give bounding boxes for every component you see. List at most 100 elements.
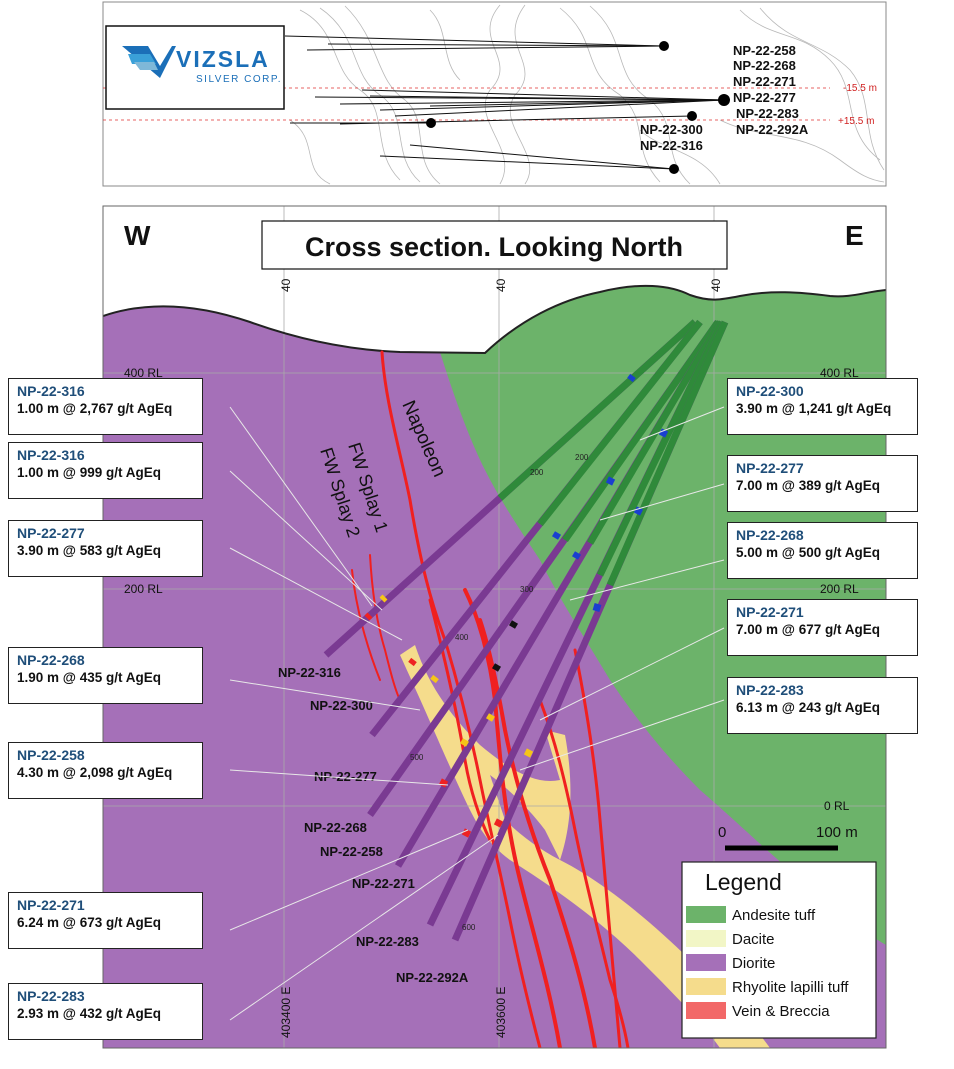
easting-stub: 40 bbox=[709, 278, 723, 292]
east-label: E bbox=[845, 220, 864, 251]
depth-mark: 500 bbox=[410, 753, 424, 762]
rl-label: 200 RL bbox=[124, 582, 163, 596]
offset-label-plus: +15.5 m bbox=[838, 116, 874, 127]
rl-label: 0 RL bbox=[824, 799, 850, 813]
callout-value: 7.00 m @ 677 g/t AgEq bbox=[736, 622, 880, 637]
callout-value: 6.24 m @ 673 g/t AgEq bbox=[17, 915, 161, 930]
legend-swatch bbox=[686, 978, 726, 995]
depth-mark: 200 bbox=[530, 468, 544, 477]
company-logo: VIZSLA SILVER CORP. bbox=[105, 25, 285, 110]
plan-label: NP-22-316 bbox=[640, 138, 703, 153]
rl-labels: 400 RL 400 RL 200 RL 200 RL 0 RL bbox=[124, 366, 859, 813]
callout-hole: NP-22-316 bbox=[17, 447, 85, 463]
depth-mark: 200 bbox=[575, 453, 589, 462]
callout-hole: NP-22-283 bbox=[736, 682, 804, 698]
legend-swatch bbox=[686, 954, 726, 971]
callout-left-1: NP-22-316 1.00 m @ 2,767 g/t AgEq bbox=[8, 378, 203, 435]
hole-label: NP-22-283 bbox=[356, 934, 419, 949]
callout-value: 3.90 m @ 583 g/t AgEq bbox=[17, 543, 161, 558]
plan-collars bbox=[426, 41, 730, 174]
plan-label: NP-22-300 bbox=[640, 122, 703, 137]
scale-start: 0 bbox=[718, 824, 726, 841]
plan-label: NP-22-277 bbox=[733, 90, 796, 105]
callout-right-2: NP-22-277 7.00 m @ 389 g/t AgEq bbox=[727, 455, 918, 512]
easting-label: 403600 E bbox=[494, 987, 508, 1038]
easting-stub: 40 bbox=[494, 278, 508, 292]
callout-right-3: NP-22-268 5.00 m @ 500 g/t AgEq bbox=[727, 522, 918, 579]
callout-hole: NP-22-258 bbox=[17, 747, 85, 763]
callout-hole: NP-22-316 bbox=[17, 383, 85, 399]
section-hole-labels: NP-22-316 NP-22-300 NP-22-277 NP-22-268 … bbox=[278, 665, 469, 985]
callout-value: 6.13 m @ 243 g/t AgEq bbox=[736, 700, 880, 715]
legend: Legend Andesite tuffDaciteDioriteRhyolit… bbox=[681, 861, 877, 1039]
rl-label: 400 RL bbox=[820, 366, 859, 380]
hole-label: NP-22-271 bbox=[352, 876, 415, 891]
rl-label: 400 RL bbox=[124, 366, 163, 380]
legend-swatch bbox=[686, 930, 726, 947]
legend-label: Andesite tuff bbox=[732, 907, 816, 924]
depth-marks: 200 200 300 400 500 600 bbox=[410, 453, 589, 932]
callout-leaders bbox=[229, 406, 725, 1021]
callout-hole: NP-22-277 bbox=[17, 525, 85, 541]
plan-hole-labels-right: NP-22-258 NP-22-268 NP-22-271 NP-22-277 … bbox=[733, 43, 809, 137]
hole-label: NP-22-258 bbox=[320, 844, 383, 859]
legend-swatch bbox=[686, 1002, 726, 1019]
callout-value: 3.90 m @ 1,241 g/t AgEq bbox=[736, 401, 892, 416]
callout-hole: NP-22-300 bbox=[736, 383, 804, 399]
callout-hole: NP-22-283 bbox=[17, 988, 85, 1004]
callout-value: 1.90 m @ 435 g/t AgEq bbox=[17, 670, 161, 685]
topo-contours bbox=[289, 4, 885, 185]
plan-drill-traces bbox=[284, 35, 725, 170]
easting-label: 403400 E bbox=[279, 987, 293, 1038]
legend-swatch bbox=[686, 906, 726, 923]
callout-hole: NP-22-268 bbox=[17, 652, 85, 668]
callout-left-3: NP-22-277 3.90 m @ 583 g/t AgEq bbox=[8, 520, 203, 577]
hole-label: NP-22-316 bbox=[278, 665, 341, 680]
callout-left-2: NP-22-316 1.00 m @ 999 g/t AgEq bbox=[8, 442, 203, 499]
callout-value: 7.00 m @ 389 g/t AgEq bbox=[736, 478, 880, 493]
scale-end: 100 m bbox=[816, 824, 858, 841]
topography-line bbox=[103, 284, 886, 355]
depth-mark: 600 bbox=[462, 923, 476, 932]
hole-label: NP-22-268 bbox=[304, 820, 367, 835]
callout-right-1: NP-22-300 3.90 m @ 1,241 g/t AgEq bbox=[727, 378, 918, 435]
plan-label: NP-22-258 bbox=[733, 43, 796, 58]
callout-right-4: NP-22-271 7.00 m @ 677 g/t AgEq bbox=[727, 599, 918, 656]
legend-label: Rhyolite lapilli tuff bbox=[732, 979, 849, 996]
callout-value: 5.00 m @ 500 g/t AgEq bbox=[736, 545, 880, 560]
callout-left-7: NP-22-283 2.93 m @ 432 g/t AgEq bbox=[8, 983, 203, 1040]
callout-value: 1.00 m @ 999 g/t AgEq bbox=[17, 465, 161, 480]
west-label: W bbox=[124, 220, 151, 251]
callout-hole: NP-22-271 bbox=[736, 604, 804, 620]
scale-bar: 0 100 m bbox=[718, 824, 858, 851]
hole-label: NP-22-277 bbox=[314, 769, 377, 784]
legend-title: Legend bbox=[705, 869, 782, 895]
offset-label-minus: -15.5 m bbox=[843, 83, 877, 94]
callout-left-4: NP-22-268 1.90 m @ 435 g/t AgEq bbox=[8, 647, 203, 704]
plan-hole-labels-center: NP-22-300 NP-22-316 bbox=[640, 122, 703, 153]
plan-label: NP-22-271 bbox=[733, 74, 796, 89]
legend-label: Diorite bbox=[732, 955, 775, 972]
depth-mark: 400 bbox=[455, 633, 469, 642]
rl-label: 200 RL bbox=[820, 582, 859, 596]
plan-label: NP-22-268 bbox=[733, 58, 796, 73]
easting-stub: 40 bbox=[279, 278, 293, 292]
title-box bbox=[261, 220, 728, 270]
hole-label: NP-22-300 bbox=[310, 698, 373, 713]
hole-label: NP-22-292A bbox=[396, 970, 469, 985]
plan-label: NP-22-283 bbox=[736, 106, 799, 121]
legend-label: Vein & Breccia bbox=[732, 1003, 830, 1020]
logo-subtitle: SILVER CORP. bbox=[196, 74, 282, 85]
callout-hole: NP-22-271 bbox=[17, 897, 85, 913]
callout-value: 4.30 m @ 2,098 g/t AgEq bbox=[17, 765, 173, 780]
callout-right-5: NP-22-283 6.13 m @ 243 g/t AgEq bbox=[727, 677, 918, 734]
drill-holes bbox=[323, 319, 729, 942]
legend-label: Dacite bbox=[732, 931, 775, 948]
callout-left-5: NP-22-258 4.30 m @ 2,098 g/t AgEq bbox=[8, 742, 203, 799]
callout-hole: NP-22-268 bbox=[736, 527, 804, 543]
plan-label: NP-22-292A bbox=[736, 122, 809, 137]
section-title: Cross section. Looking North bbox=[305, 232, 683, 262]
callout-value: 2.93 m @ 432 g/t AgEq bbox=[17, 1006, 161, 1021]
logo-brand: VIZSLA bbox=[176, 46, 270, 72]
